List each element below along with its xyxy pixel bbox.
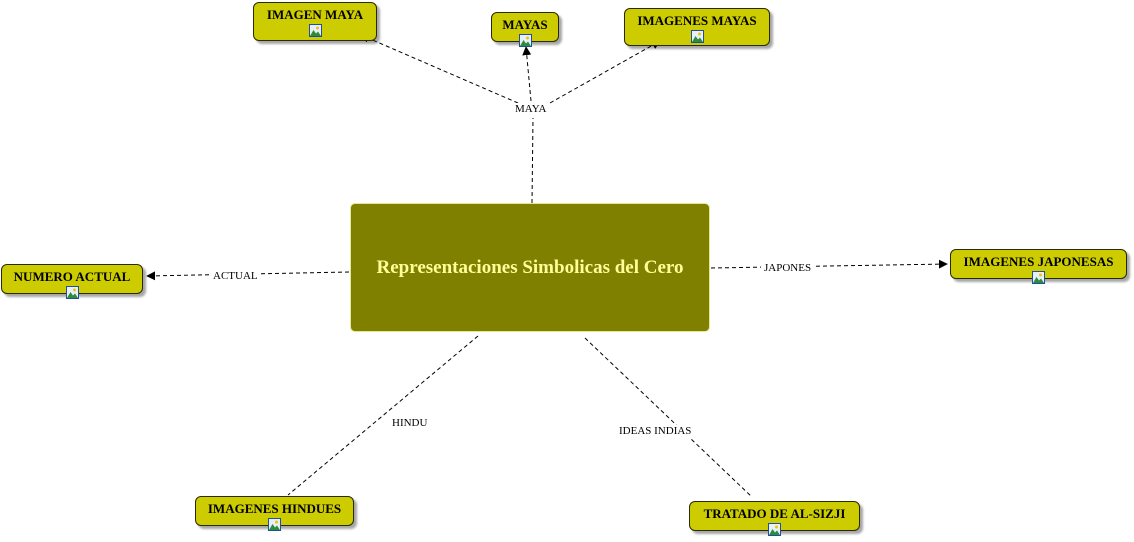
edge-label-actual: ACTUAL [210, 270, 261, 283]
center-concept-node[interactable]: Representaciones Simbolicas del Cero [350, 203, 710, 332]
node-label: NUMERO ACTUAL [13, 269, 131, 284]
node-label: TRATADO DE AL-SIZJI [703, 506, 846, 521]
node-label: IMAGENES HINDUES [207, 501, 342, 516]
edge-label-ideas-indias: IDEAS INDIAS [616, 425, 695, 438]
image-icon[interactable] [65, 286, 79, 299]
image-icon[interactable] [690, 30, 704, 43]
center-concept-label: Representaciones Simbolicas del Cero [376, 256, 684, 278]
node-imagenes-hindues[interactable]: IMAGENES HINDUES [195, 496, 354, 531]
edge-center-to-imagenes-hindues [287, 335, 479, 496]
image-icon[interactable] [308, 24, 322, 37]
node-imagenes-mayas[interactable]: IMAGENES MAYAS [624, 8, 770, 46]
edge-maya-to-imagen-maya [360, 34, 519, 104]
edge-center-to-maya-hub [531, 117, 534, 204]
node-label: IMAGENES JAPONESAS [963, 254, 1114, 269]
node-mayas[interactable]: MAYAS [491, 12, 559, 47]
edge-maya-to-mayas [522, 46, 532, 102]
node-imagen-maya[interactable]: IMAGEN MAYA [253, 2, 377, 41]
image-icon[interactable] [768, 523, 781, 536]
edge-center-to-imagenes-japonesas [710, 259, 948, 269]
edge-maya-to-imagenes-mayas [549, 40, 661, 104]
edge-center-to-tratado [584, 337, 753, 498]
edge-label-hindu: HINDU [389, 417, 431, 430]
image-icon[interactable] [268, 518, 281, 531]
node-numero-actual[interactable]: NUMERO ACTUAL [1, 264, 143, 299]
node-label: MAYAS [502, 17, 548, 32]
image-icon[interactable] [1032, 271, 1045, 284]
node-tratado-al-sizji[interactable]: TRATADO DE AL-SIZJI [689, 501, 860, 536]
image-icon[interactable] [518, 34, 532, 47]
node-label: IMAGEN MAYA [266, 7, 364, 22]
node-label: IMAGENES MAYAS [637, 13, 757, 28]
edge-label-japones: JAPONES [761, 262, 815, 275]
edge-label-maya: MAYA [512, 103, 550, 116]
node-imagenes-japonesas[interactable]: IMAGENES JAPONESAS [950, 249, 1127, 284]
